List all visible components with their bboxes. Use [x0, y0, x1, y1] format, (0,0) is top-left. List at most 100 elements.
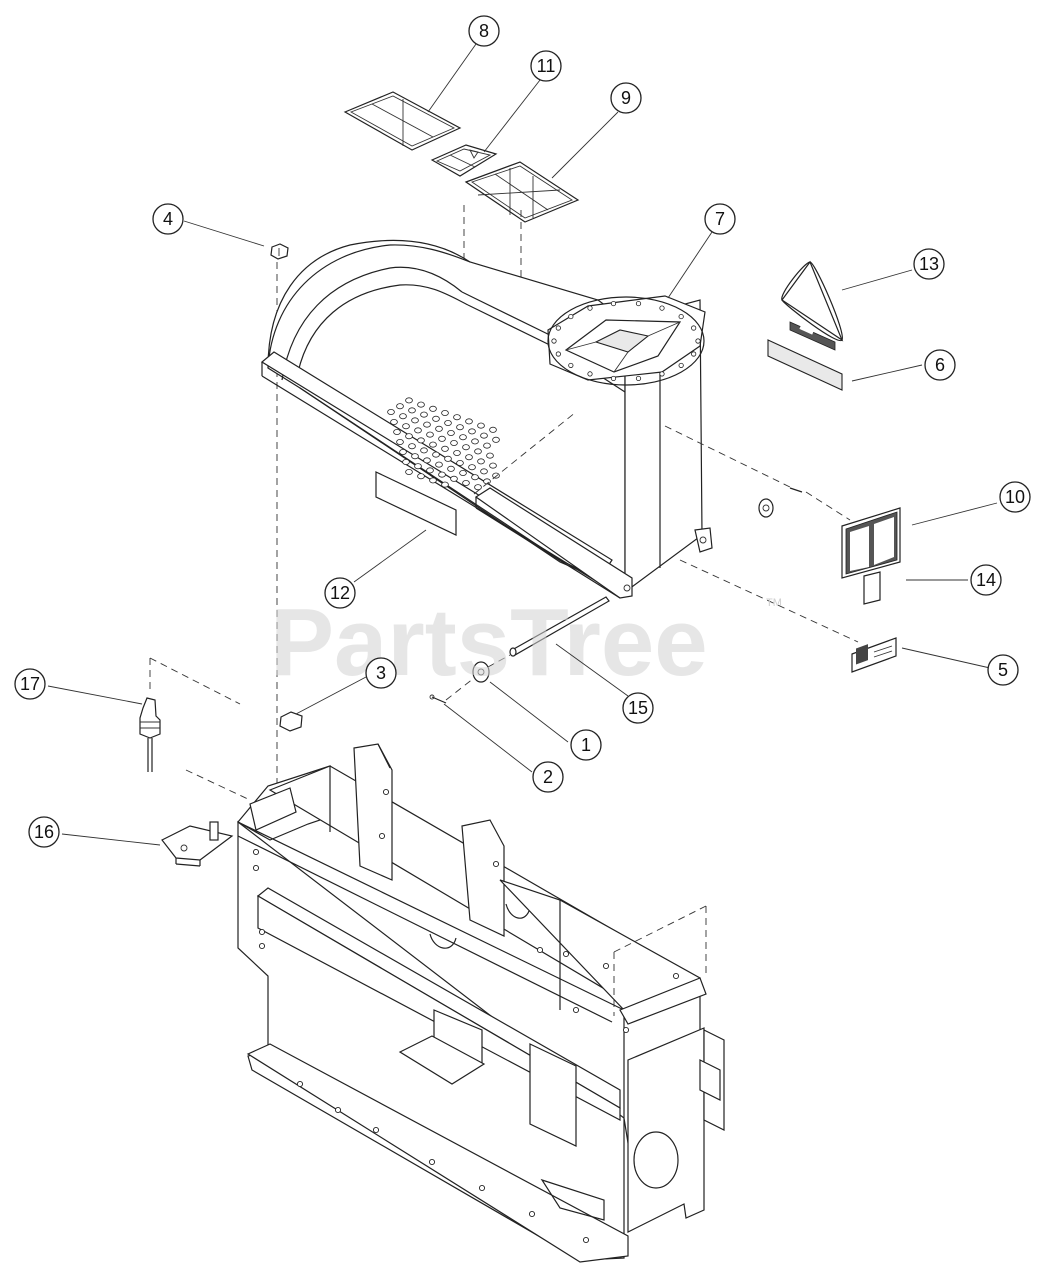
callout-label: 13 [919, 254, 939, 274]
frame-hole [258, 928, 266, 936]
perforation-hole [411, 417, 419, 424]
callout-label: 11 [537, 56, 556, 76]
perforation-hole [438, 435, 446, 442]
decal-10 [841, 507, 901, 579]
callout-label: 9 [621, 88, 631, 108]
leader-dash [445, 677, 475, 701]
perforation-hole [426, 431, 434, 438]
perforation-hole [486, 452, 494, 459]
perforation-hole [474, 448, 482, 455]
callout-label: 4 [163, 209, 173, 229]
perforation-hole [402, 458, 410, 465]
nut-3 [279, 711, 303, 732]
perforation-hole [435, 461, 443, 468]
callout-circle [14, 668, 46, 700]
decal-9 [464, 161, 580, 223]
perforation-hole [465, 418, 473, 425]
perforation-hole [423, 457, 431, 464]
bracket-16 [161, 821, 234, 867]
frame-hole [536, 946, 544, 954]
callout-circle [924, 349, 956, 381]
decal-8 [343, 91, 462, 151]
perforation-hole [393, 428, 401, 435]
watermark-trademark: TM [766, 597, 782, 609]
callout-label: 17 [20, 674, 40, 694]
perforation-hole [468, 428, 476, 435]
flange-hole [555, 325, 561, 331]
callout-circle [913, 248, 945, 280]
callout-circle [622, 692, 654, 724]
frame-hole [258, 942, 266, 950]
perforation-hole [429, 477, 437, 484]
callout-label: 7 [715, 209, 725, 229]
perforation-hole [438, 471, 446, 478]
leader-dash [473, 411, 577, 495]
perforation-holes [387, 397, 500, 491]
flange-hole [635, 375, 642, 382]
callout-10: 10 [999, 481, 1031, 513]
frame-hole [372, 1126, 380, 1134]
perforation-hole [447, 429, 455, 436]
flange-hole [551, 338, 557, 344]
perforation-hole [402, 423, 410, 430]
callout-14: 14 [970, 564, 1002, 596]
decal-6 [767, 339, 843, 391]
leader-dash [679, 559, 859, 643]
callout-8: 8 [468, 15, 500, 47]
callout-16: 16 [28, 816, 60, 848]
frame-hole [382, 788, 390, 796]
callout-circle [570, 729, 602, 761]
callout-circle [324, 577, 356, 609]
callout-circle [468, 15, 500, 47]
perforation-hole [426, 467, 434, 474]
callout-12: 12 [324, 577, 356, 609]
perforation-hole [390, 418, 398, 425]
leader-dash [805, 491, 851, 521]
callout-11: 11 [530, 50, 562, 82]
frame-hole [296, 1080, 304, 1088]
bolt-4 [270, 243, 289, 260]
callout-1: 1 [570, 729, 602, 761]
callout-4: 4 [152, 203, 184, 235]
perforation-hole [432, 415, 440, 422]
decal-5 [851, 637, 897, 673]
callout-label: 15 [628, 698, 648, 718]
callout-17: 17 [14, 668, 46, 700]
perforation-hole [450, 475, 458, 482]
callout-circle [530, 50, 562, 82]
perforation-hole [414, 427, 422, 434]
callout-circle [704, 203, 736, 235]
perforation-hole [441, 481, 449, 488]
callout-label: 2 [543, 767, 553, 787]
flange-hole [568, 313, 574, 320]
frame-hole [622, 1026, 630, 1034]
flange-hole [635, 300, 642, 307]
rod-15 [509, 596, 610, 657]
frame-hole [378, 832, 386, 840]
flange-hole [610, 300, 617, 307]
decal-11 [430, 144, 498, 177]
perforation-hole [474, 484, 482, 491]
callout-circle [610, 82, 642, 114]
perforation-hole [465, 454, 473, 461]
flange-hole [610, 375, 617, 382]
callout-circle [365, 657, 397, 689]
perforation-hole [489, 426, 497, 433]
callout-label: 14 [976, 570, 996, 590]
perforation-hole [489, 462, 497, 469]
hood-housing [260, 239, 713, 599]
switch-17 [139, 657, 251, 801]
perforation-hole [453, 414, 461, 421]
frame-hole [528, 1210, 536, 1218]
leader-dash [487, 654, 511, 668]
frame-hole [602, 962, 610, 970]
frame-bolt-holes [252, 788, 680, 1244]
perforation-hole [420, 411, 428, 418]
flange-hole [678, 362, 684, 369]
perforation-hole [441, 445, 449, 452]
perforation-hole [411, 453, 419, 460]
perforation-hole [417, 401, 425, 408]
frame-hole [252, 864, 260, 872]
callout-label: 1 [581, 735, 591, 755]
flange-bolt-holes [551, 300, 701, 382]
